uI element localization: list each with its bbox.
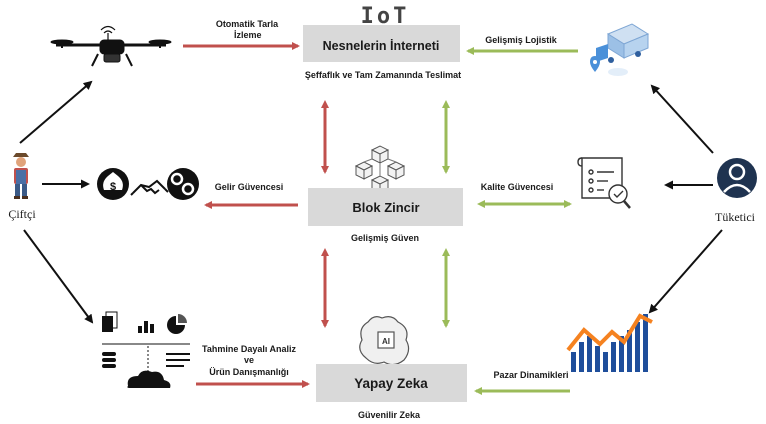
node-blockchain: Blok Zincir Gelişmiş Güven xyxy=(308,145,463,243)
farmer-to-analytics-arrow xyxy=(23,229,94,324)
iot-logo: IoT xyxy=(361,4,410,29)
blockchain-title: Blok Zincir xyxy=(352,200,419,215)
quality-checklist-icon xyxy=(577,157,631,209)
logistics-edge-label: Gelişmiş Lojistik xyxy=(485,35,558,45)
blockchain-box xyxy=(308,188,463,226)
ai-caption: Güvenilir Zeka xyxy=(358,410,421,420)
consumer-to-market-arrow xyxy=(648,229,723,314)
drone-edge-label-line1: Otomatik Tarla xyxy=(216,19,279,29)
consumer-label: Tüketici xyxy=(715,210,756,224)
handshake-icon xyxy=(130,179,169,196)
iot-caption: Şeffaflık ve Tam Zamanında Teslimat xyxy=(305,70,461,80)
delivery-truck-icon xyxy=(590,23,650,76)
analytics-edge-label-line1: Tahmine Dayalı Analiz xyxy=(202,344,297,354)
blockchain-caption: Gelişmiş Güven xyxy=(351,233,419,243)
market-edge-label: Pazar Dinamikleri xyxy=(493,370,568,380)
analytics-dashboard-icon xyxy=(102,311,190,388)
user-avatar-icon xyxy=(717,158,757,198)
quality-edge-label: Kalite Güvencesi xyxy=(481,182,554,192)
farmer-to-drone-arrow xyxy=(19,80,93,144)
farmer-label: Çiftçi xyxy=(8,207,36,221)
ai-chip-icon: AI xyxy=(359,316,410,366)
svg-text:$: $ xyxy=(110,181,116,193)
analytics-edge-label-line2: ve xyxy=(244,355,254,365)
ai-title: Yapay Zeka xyxy=(354,376,428,391)
blockchain-cubes-icon xyxy=(354,145,406,194)
money-bag-icon: $ xyxy=(97,168,129,200)
income-edge-label: Gelir Güvencesi xyxy=(215,182,284,192)
farmer-icon xyxy=(13,153,29,199)
trend-chart-icon xyxy=(566,313,653,372)
analytics-edge-label-line3: Ürün Danışmanlığı xyxy=(209,367,289,377)
consumer-to-truck-arrow xyxy=(650,84,714,154)
node-ai: AI Yapay Zeka Güvenilir Zeka xyxy=(316,316,467,420)
drone-icon xyxy=(50,25,172,67)
gears-icon xyxy=(167,168,199,200)
iot-box xyxy=(303,25,460,62)
node-iot: IoT Nesnelerin İnterneti Şeffaflık ve Ta… xyxy=(303,4,461,80)
svg-text:AI: AI xyxy=(382,337,390,346)
drone-edge-label-line2: İzleme xyxy=(234,30,262,40)
ai-box xyxy=(316,364,467,402)
iot-title: Nesnelerin İnterneti xyxy=(323,38,440,53)
